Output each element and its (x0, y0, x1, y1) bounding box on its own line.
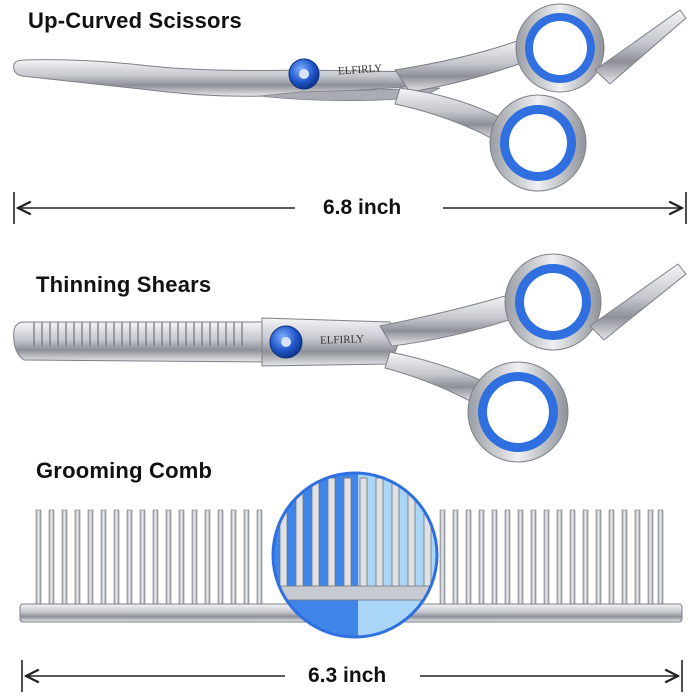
thinning-shears-image (13, 253, 687, 463)
dimension-comb-length: 6.3 inch (298, 664, 397, 688)
label-thinning-shears: Thinning Shears (36, 272, 212, 297)
label-up-curved-scissors: Up-Curved Scissors (28, 8, 242, 33)
dimension-scissors-length: 6.8 inch (313, 196, 412, 220)
up-curved-scissors-image (13, 3, 687, 192)
dimension-line-scissors (13, 192, 687, 224)
label-grooming-comb: Grooming Comb (36, 458, 213, 483)
grooming-comb-image (19, 471, 683, 639)
brand-engraving-shears: ELFIRLY (319, 333, 365, 347)
dimension-line-comb (21, 660, 683, 692)
